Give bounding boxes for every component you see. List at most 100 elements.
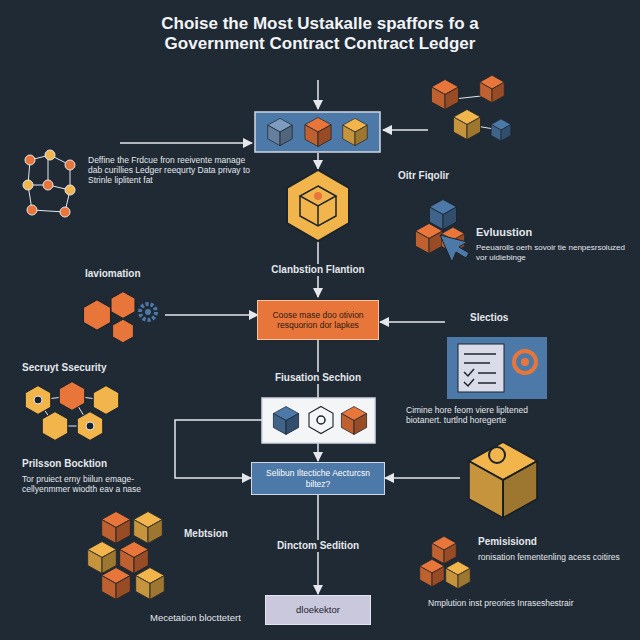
evaluation-cubes [416, 200, 470, 263]
use-shape [341, 407, 366, 435]
rect-shape [255, 112, 380, 152]
edge-label: Dinctom Sedition [274, 540, 362, 552]
section-heading: Iaviomation [85, 268, 195, 280]
circle-shape [86, 422, 94, 430]
network-icon [23, 150, 75, 217]
node-text: Selibun Iltectiche Aecturcsn biltez? [258, 468, 378, 488]
text-stack: dloekektor [296, 604, 340, 615]
rect-shape [262, 398, 375, 443]
polyline-shape [300, 196, 336, 226]
white-box [262, 398, 375, 443]
polyline-shape [175, 420, 262, 478]
line-shape [317, 153, 319, 169]
use-shape [416, 224, 443, 254]
circle-shape [34, 396, 42, 404]
section-heading: Oitr Fiqolir [398, 170, 498, 182]
polyline-shape [464, 369, 474, 376]
circle-shape [521, 358, 529, 366]
use-shape [480, 75, 505, 102]
process-box: Selibun Iltectiche Aecturcsn biltez? [251, 462, 385, 495]
orange-cube-stack [88, 512, 165, 600]
line-shape [165, 314, 258, 316]
line-shape [120, 142, 252, 144]
section-heading: Pemisisiond [478, 536, 598, 548]
use-shape [446, 561, 471, 588]
circle-shape [489, 447, 505, 463]
edge-label: Fiusation Sechion [272, 372, 364, 384]
polygon-shape [300, 186, 336, 206]
use-shape [83, 300, 110, 331]
rect-shape [447, 337, 547, 399]
circle-shape [60, 207, 70, 217]
use-shape [113, 319, 134, 342]
section-heading: Mebtsion [184, 528, 264, 540]
use-shape [469, 442, 537, 518]
line-shape [385, 477, 460, 479]
circle-shape [45, 150, 55, 160]
circle-shape [314, 192, 322, 200]
note-text: Mecetation blocttetert [150, 612, 260, 623]
text-stack: Selibun Iltectiche Aecturcsn biltez? [258, 468, 378, 488]
line-shape [464, 353, 496, 355]
note-text: Tor pruiect erny biilun emage- cellyenmm… [22, 474, 154, 494]
circle-shape [317, 416, 325, 424]
innovation-icons [83, 292, 156, 343]
use-shape [420, 559, 445, 586]
use-shape [273, 407, 298, 435]
use-shape [432, 80, 459, 110]
circle-shape [23, 180, 33, 190]
process-box: Coose mase doo otivion resquorion dor la… [257, 300, 379, 340]
section-heading: Slectios [470, 312, 570, 324]
line-shape [383, 129, 428, 131]
line-shape [478, 382, 496, 384]
top-right-cubes [432, 75, 511, 141]
line-shape [478, 372, 496, 374]
use-shape [88, 542, 117, 574]
use-shape [309, 407, 333, 434]
note-text: ronisation fementenling acess coitires [478, 552, 628, 562]
note-text: Peeuarolls oerh sovoir tie nenpesrsoluze… [476, 243, 634, 262]
use-shape [59, 382, 85, 411]
use-shape [111, 292, 135, 319]
polyline-shape [464, 379, 474, 386]
circle-shape [140, 304, 156, 320]
section-heading: Secruyt Ssecurity [22, 362, 162, 374]
use-shape [93, 386, 119, 415]
top-box [255, 112, 380, 152]
use-shape [136, 568, 165, 600]
g-shape [464, 354, 496, 386]
use-shape [432, 536, 457, 563]
use-shape [42, 412, 68, 441]
circle-shape [145, 309, 151, 315]
note-text: Nmplution inst preories Inraseshestrair [428, 598, 633, 608]
circle-shape [25, 155, 35, 165]
line-shape [317, 80, 319, 109]
circle-shape [65, 160, 75, 170]
section-heading: Evluustion [476, 226, 596, 239]
use-shape [305, 117, 331, 146]
text-stack: Coose mase doo otivion resquorion dor la… [264, 310, 372, 330]
section-heading: Prilsson Bocktion [22, 458, 162, 470]
use-shape [102, 568, 131, 600]
note-text: Cimine hore feom viere lipltened biotane… [406, 405, 556, 425]
selection-panel [447, 337, 547, 399]
use-shape [430, 200, 457, 230]
diagram-title: Choise the Most Ustakalle spaffors fo a … [110, 14, 530, 55]
node-text: Coose mase doo otivion resquorion dor la… [264, 310, 372, 330]
polygon-shape [287, 170, 349, 241]
use-shape [102, 512, 131, 544]
use-shape [454, 110, 481, 140]
permission-cubes [420, 536, 471, 588]
end-box: dloekektor [265, 595, 371, 625]
line-shape [380, 321, 445, 323]
security-icons [25, 382, 119, 441]
path-shape [440, 235, 469, 262]
hexagon-icon [287, 170, 349, 241]
use-shape [120, 542, 149, 574]
use-shape [77, 412, 103, 441]
node-text: dloekektor [296, 604, 340, 615]
yellow-cube [469, 442, 537, 518]
use-shape [268, 118, 293, 145]
use-shape [25, 386, 51, 415]
